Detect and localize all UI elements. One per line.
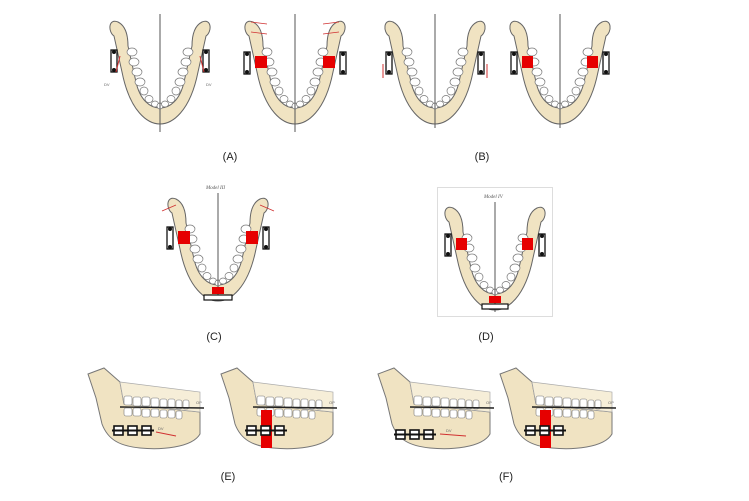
panel-label-a: (A) — [222, 151, 238, 163]
figure-panel-e-post: OP — [213, 364, 339, 456]
model-label: Model III — [205, 186, 225, 191]
distraction-vector-arrow — [115, 55, 121, 73]
mandible-occlusal-diagram — [382, 14, 488, 128]
panel-label-c: (C) — [206, 331, 222, 343]
mandible-lateral-diagram: OP — [499, 367, 617, 450]
panel-label-d: (D) — [478, 331, 494, 343]
svg-text:DV: DV — [446, 428, 452, 433]
distraction-gap — [255, 56, 267, 68]
occlusal-plane-label: OP — [196, 400, 202, 405]
svg-text:DV: DV — [206, 82, 212, 87]
vector-label: DV — [104, 82, 110, 87]
panel-label-e: (E) — [220, 471, 236, 483]
figure-panel-a-post — [235, 12, 355, 134]
mandible-occlusal-diagram: Model IV — [444, 195, 546, 312]
mandible-lateral-diagram: OP DV — [87, 367, 205, 450]
distraction-gap — [323, 56, 335, 68]
figure-panel-f-pre: DV OP — [370, 364, 496, 456]
figure-panel-c: Model III — [158, 183, 278, 307]
figure-panel-a-pre: DV DV — [100, 12, 220, 134]
svg-text:OP: OP — [486, 400, 492, 405]
mandible-occlusal-diagram: DV DV — [104, 14, 212, 132]
mandible-occlusal-diagram: Model III — [161, 186, 275, 302]
panel-label-b: (B) — [474, 151, 490, 163]
figure-panel-d: Model IV — [437, 187, 553, 317]
figure-panel-b-post — [500, 12, 620, 130]
figure-panel-e-pre: OP DV — [80, 364, 206, 456]
mandible-lateral-diagram: DV OP — [377, 367, 495, 450]
svg-text:OP: OP — [329, 400, 335, 405]
svg-text:DV: DV — [158, 426, 164, 431]
mandible-occlusal-diagram — [243, 14, 347, 132]
panel-label-f: (F) — [498, 471, 514, 483]
figure-panel-f-post: OP — [492, 364, 618, 456]
mandible-occlusal-diagram — [509, 14, 611, 128]
model-label: Model IV — [483, 195, 504, 200]
figure-panel-b-pre — [375, 12, 495, 130]
mandible-lateral-diagram: OP — [220, 367, 338, 450]
svg-text:OP: OP — [608, 400, 614, 405]
